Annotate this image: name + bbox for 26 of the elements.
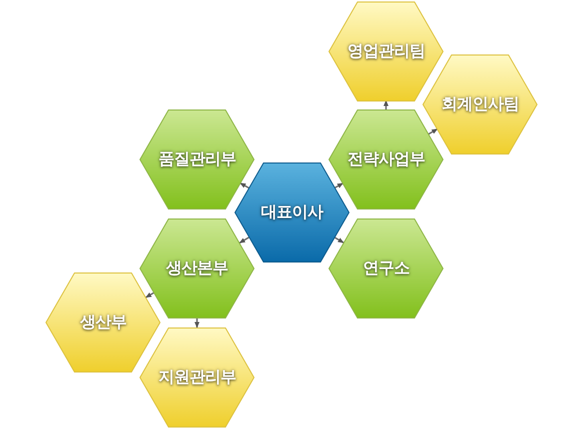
hexagon-node	[140, 110, 254, 208]
connector-arrow	[384, 100, 388, 110]
connector-arrow	[334, 182, 344, 188]
node-label: 연구소	[362, 258, 410, 278]
node-label: 생산본부	[166, 258, 228, 278]
hexagon-node	[235, 162, 349, 262]
hexagon-node	[329, 2, 443, 100]
hexagon-node	[329, 110, 443, 208]
node-label: 전략사업부	[347, 148, 425, 170]
connector-arrow	[428, 128, 438, 135]
hexagon-node	[423, 54, 537, 154]
hexagon-node	[46, 272, 160, 372]
connector-arrow	[145, 292, 155, 298]
connector-arrow	[239, 236, 250, 244]
node-label: 회계인사팀	[441, 94, 519, 114]
hexagon-node	[140, 218, 254, 318]
connector-arrow	[334, 236, 344, 244]
connector-arrow	[240, 182, 250, 189]
node-label: 영업관리팀	[347, 40, 425, 62]
connector-arrow	[194, 318, 200, 328]
hexagon-node	[140, 328, 254, 426]
node-label: 지원관리부	[158, 366, 236, 388]
node-label: 대표이사	[261, 202, 323, 222]
node-label: 품질관리부	[158, 148, 236, 170]
hexagon-node	[329, 218, 443, 318]
node-label: 생산부	[80, 312, 126, 332]
